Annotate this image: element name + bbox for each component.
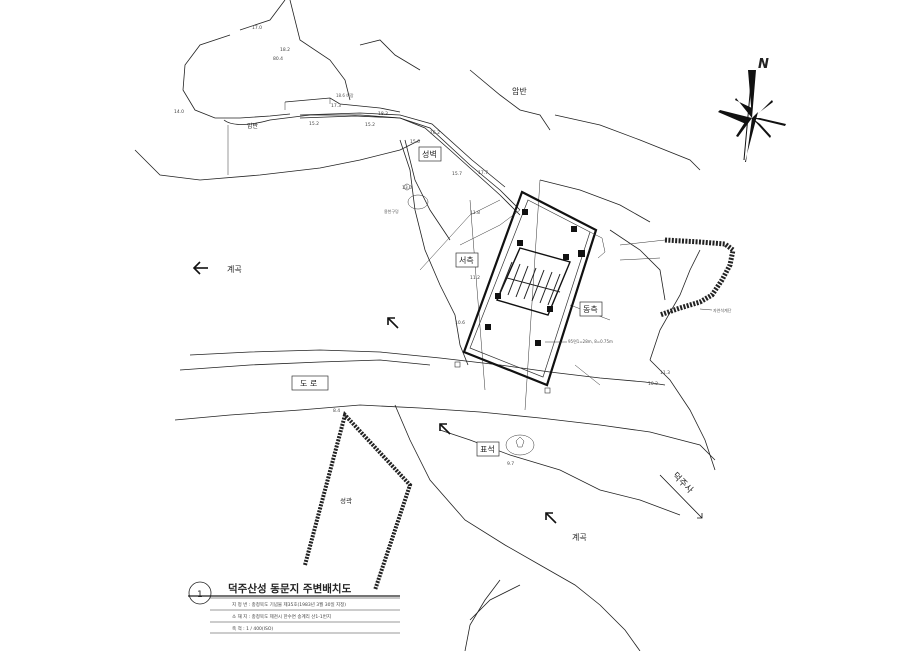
compass-rose-icon: N bbox=[718, 57, 786, 162]
elev-9-7: 9.7 bbox=[507, 461, 514, 467]
arrow-upleft-icon-2 bbox=[439, 423, 451, 435]
title-text: 덕주산성 동문지 주변배치도 bbox=[228, 582, 352, 595]
label-deokjusa: 덕주사 bbox=[670, 470, 696, 496]
title-row-designation: 지 정 번 : 충청북도 기념물 제35호(1983년 3월 30일 지정) bbox=[232, 601, 346, 608]
label-amban-left: 암반 bbox=[247, 122, 259, 130]
arrow-deokjusa-icon bbox=[659, 474, 703, 519]
label-seongbyeok: 성벽 bbox=[422, 149, 437, 159]
title-number-circle bbox=[188, 581, 212, 605]
label-gyegok-left: 계곡 bbox=[227, 264, 242, 274]
marker-circle bbox=[403, 183, 411, 191]
elev-14-0: 14.0 bbox=[174, 109, 184, 115]
elev-10-2: 10.2 bbox=[648, 381, 658, 387]
elev-15-7: 15.7 bbox=[452, 171, 462, 177]
compass-north-label: N bbox=[758, 57, 769, 72]
terrain-lines bbox=[134, 0, 716, 651]
elev-18-2: 18.2 bbox=[280, 47, 290, 53]
stone-marker-icon bbox=[515, 436, 525, 448]
elev-10-6: 10.6 bbox=[455, 320, 465, 326]
box-seongbyeok bbox=[418, 146, 442, 162]
stone-stairs bbox=[619, 237, 736, 318]
arrow-left-icon bbox=[192, 261, 208, 275]
elev-13-0: 13.0 bbox=[402, 185, 412, 191]
arrow-upleft-icon-1 bbox=[387, 317, 399, 329]
elev-17-0: 17.0 bbox=[252, 25, 262, 31]
elevation-labels: 17.0 18.2 80.4 14.0 18.6 여장 17.3 18.3 15… bbox=[174, 25, 670, 467]
elev-11-3: 11.3 bbox=[660, 370, 670, 376]
box-dongcheuk bbox=[579, 301, 603, 317]
box-doro bbox=[291, 375, 329, 391]
elev-15-2a: 15.2 bbox=[309, 121, 319, 127]
title-block: 1 덕주산성 동문지 주변배치도 지 정 번 : 충청북도 기념물 제35호(1… bbox=[188, 581, 400, 634]
elev-17-3: 17.3 bbox=[331, 103, 341, 109]
elev-11-8: 11.8 bbox=[470, 210, 480, 216]
title-number: 1 bbox=[197, 590, 203, 600]
elev-18-3: 18.3 bbox=[378, 111, 388, 117]
elev-15-0: 15.0 bbox=[410, 139, 420, 145]
label-yongmul: 용천구덩 bbox=[384, 208, 399, 214]
label-amban-top: 암반 bbox=[512, 86, 527, 96]
label-seocheuk: 서측 bbox=[459, 256, 474, 265]
gate-platform bbox=[454, 190, 606, 394]
title-row-scale: 축 척 : 1 / 400(ISO) bbox=[232, 625, 273, 632]
elev-17-7: 17.7 bbox=[478, 170, 488, 176]
label-jayeon-gyedan: 자연석계단 bbox=[713, 307, 732, 313]
elev-8-4: 8.4 bbox=[333, 408, 340, 414]
elev-11-2: 11.2 bbox=[470, 275, 480, 281]
label-dimension-note: 95면1=28m, 8=0.75m bbox=[568, 338, 613, 344]
box-seocheuk bbox=[455, 252, 479, 268]
upper-wall bbox=[284, 97, 521, 211]
elev-16-2: 16.2 bbox=[430, 130, 440, 136]
label-doro: 도 로 bbox=[300, 379, 317, 388]
elev-80-4: 80.4 bbox=[273, 56, 283, 62]
label-gyegok-bottom: 계곡 bbox=[572, 532, 587, 542]
pyoseok-stone bbox=[505, 434, 535, 456]
elev-15-2b: 15.2 bbox=[365, 122, 375, 128]
label-dongcheuk: 동측 bbox=[583, 305, 598, 314]
title-row-location: 소 재 지 : 충청북도 제천시 한수면 송계리 산1-1번지 bbox=[232, 613, 331, 620]
elev-17-3-note: 18.6 여장 bbox=[336, 92, 354, 98]
box-pyoseok bbox=[476, 441, 500, 457]
label-seonggwak: 성곽 bbox=[340, 496, 352, 505]
lower-wall bbox=[303, 410, 413, 591]
spring-pit bbox=[407, 194, 429, 210]
arrow-upleft-icon-3 bbox=[545, 512, 557, 524]
label-pyoseok: 표석 bbox=[480, 444, 495, 454]
